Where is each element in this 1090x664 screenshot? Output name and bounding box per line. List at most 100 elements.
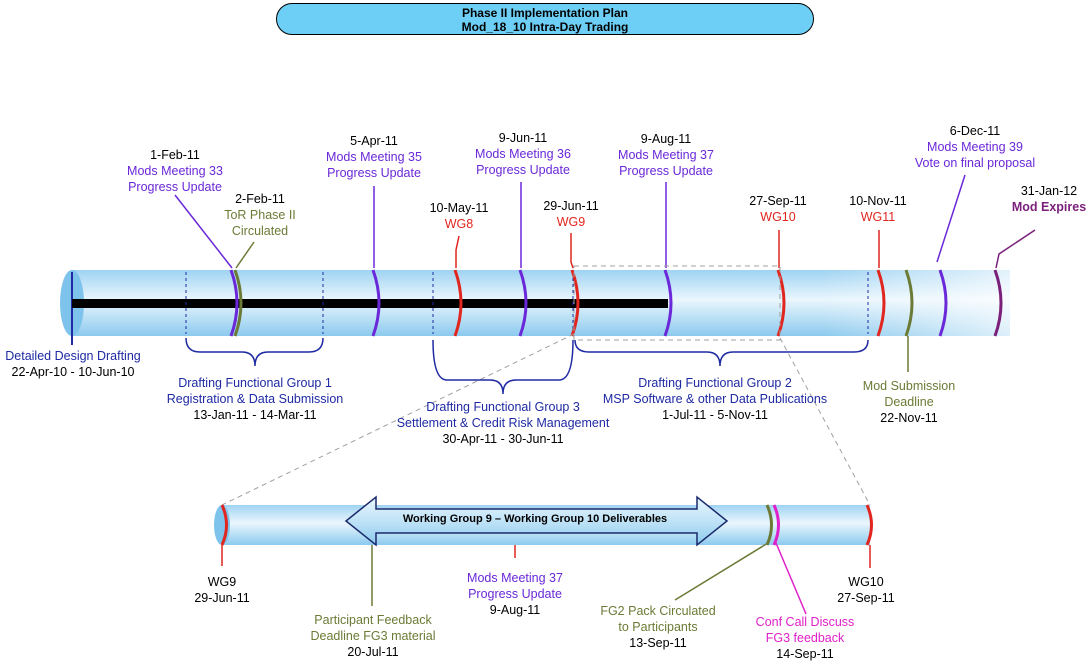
submission-desc: Deadline [884,395,934,409]
fg2-brace [574,339,869,367]
expires-date: 31-Jan-12 [1020,184,1078,198]
wg9-label: 29-Jun-11 WG9 [526,198,616,230]
zoom-feedback-line2: Deadline FG3 material [310,629,436,643]
mm36-desc: Progress Update [476,163,570,177]
mm35-date: 5-Apr-11 [350,134,398,148]
title-line-1: Phase II Implementation Plan [461,6,629,20]
zoom-fg2pack-label: FG2 Pack Circulated to Participants 13-S… [590,603,726,651]
fg1-brace [185,337,324,367]
wg8-date: 10-May-11 [429,201,489,215]
wg9-leader [570,233,574,269]
zoom-wg9-label: WG9 29-Jun-11 [182,574,262,606]
zoom-mm37-date: 9-Aug-11 [489,603,541,617]
fg3-label: Drafting Functional Group 3 Settlement &… [378,399,628,447]
wg10-date: 27-Sep-11 [749,194,807,208]
title-banner: Phase II Implementation Plan Mod_18_10 I… [276,3,814,35]
zoom-confcall-date: 14-Sep-11 [776,647,834,661]
expires-label: 31-Jan-12 Mod Expires [1008,183,1090,215]
tor-name: ToR Phase II [224,208,296,222]
mm37-label: 9-Aug-11 Mods Meeting 37 Progress Update [606,131,726,179]
fg3-brace [432,339,574,395]
design-label: Detailed Design Drafting 22-Apr-10 - 10-… [0,348,146,380]
wg11-date: 10-Nov-11 [849,194,907,208]
mm37-name: Mods Meeting 37 [618,148,714,162]
mm33-name: Mods Meeting 33 [127,164,223,178]
zoom-fg2pack-date: 13-Sep-11 [629,636,687,650]
wg11-name: WG11 [860,210,896,224]
title-line-2: Mod_18_10 Intra-Day Trading [461,20,629,34]
zoom-wg10-name: WG10 [848,575,884,589]
zoom-fg2pack-line2: to Participants [618,620,698,634]
zoom-feedback-label: Participant Feedback Deadline FG3 materi… [298,612,448,660]
fg3-desc: Settlement & Credit Risk Management [396,416,610,430]
zoom-mm37-desc: Progress Update [468,587,562,601]
zoom-fg2pack-arc [765,504,773,546]
zoom-confcall-line1: Conf Call Discuss [755,615,855,629]
mm37-desc: Progress Update [619,164,713,178]
mm37-arc [663,269,673,337]
mm39-desc: Vote on final proposal [914,156,1036,170]
zoom-fg2pack-line1: FG2 Pack Circulated [600,604,716,618]
zoom-mm37-label: Mods Meeting 37 Progress Update 9-Aug-11 [450,570,580,618]
fg2-dates: 1-Jul-11 - 5-Nov-11 [662,408,768,422]
zoom-feedback-line1: Participant Feedback [314,613,432,627]
mm39-date: 6-Dec-11 [949,124,1001,138]
wg8-leader [455,235,460,268]
zoom-indicator [221,265,871,506]
mm39-arc [938,269,948,337]
progress-bar [72,299,668,308]
fg3-dates: 30-Apr-11 - 30-Jun-11 [442,432,564,446]
wg9-name: WG9 [556,215,586,229]
mm33-label: 1-Feb-11 Mods Meeting 33 Progress Update [115,147,235,195]
zoom-wg10-date: 27-Sep-11 [837,591,895,605]
submission-name: Mod Submission [862,379,956,393]
mm36-name: Mods Meeting 36 [475,147,571,161]
fg1-desc: Registration & Data Submission [166,392,344,406]
mm35-desc: Progress Update [327,166,421,180]
design-name: Detailed Design Drafting [5,349,141,363]
tor-date: 2-Feb-11 [235,192,285,206]
zoom-confcall-leader [775,542,807,615]
mm33-arc [229,269,239,337]
wg10-name: WG10 [760,210,796,224]
design-dates: 22-Apr-10 - 10-Jun-10 [11,365,135,379]
tor-leader [235,241,255,269]
deliverables-arrow-label: Working Group 9 – Working Group 10 Deliv… [402,513,668,525]
zoom-wg10-label: WG10 27-Sep-11 [826,574,906,606]
zoom-confcall-arc [772,504,780,546]
mm39-leader [936,174,966,263]
zoom-feedback-date: 20-Jul-11 [347,645,399,659]
submission-label: Mod Submission Deadline 22-Nov-11 [850,378,968,426]
mm33-leader [174,194,233,269]
wg9-date: 29-Jun-11 [543,199,599,213]
wg8-label: 10-May-11 WG8 [414,200,504,232]
zoom-wg9-arc [220,504,228,546]
zoom-fg2pack-leader [674,542,769,601]
mm33-desc: Progress Update [128,180,222,194]
submission-date: 22-Nov-11 [880,411,938,425]
fg2-name: Drafting Functional Group 2 [638,376,792,390]
mm36-label: 9-Jun-11 Mods Meeting 36 Progress Update [463,130,583,178]
fg1-label: Drafting Functional Group 1 Registration… [150,375,360,423]
mm37-date: 9-Aug-11 [640,132,692,146]
fg3-name: Drafting Functional Group 3 [426,400,580,414]
wg8-name: WG8 [444,217,474,231]
fg2-label: Drafting Functional Group 2 MSP Software… [587,375,843,423]
zoom-mm37-name: Mods Meeting 37 [467,571,563,585]
wg11-arc [876,269,886,337]
tor-label: 2-Feb-11 ToR Phase II Circulated [210,191,310,239]
fg1-name: Drafting Functional Group 1 [178,376,332,390]
zoom-wg9-name: WG9 [207,575,237,589]
mm35-arc [371,269,381,337]
mm39-label: 6-Dec-11 Mods Meeting 39 Vote on final p… [905,123,1045,171]
fg1-dates: 13-Jan-11 - 14-Mar-11 [193,408,317,422]
tor-arc [233,269,243,337]
mm35-label: 5-Apr-11 Mods Meeting 35 Progress Update [314,133,434,181]
tor-desc: Circulated [231,224,289,238]
expires-leader [995,229,1036,269]
mm36-arc [518,269,528,337]
wg10-label: 27-Sep-11 WG10 [730,193,826,225]
mm39-name: Mods Meeting 39 [927,140,1023,154]
mm36-date: 9-Jun-11 [498,131,548,145]
